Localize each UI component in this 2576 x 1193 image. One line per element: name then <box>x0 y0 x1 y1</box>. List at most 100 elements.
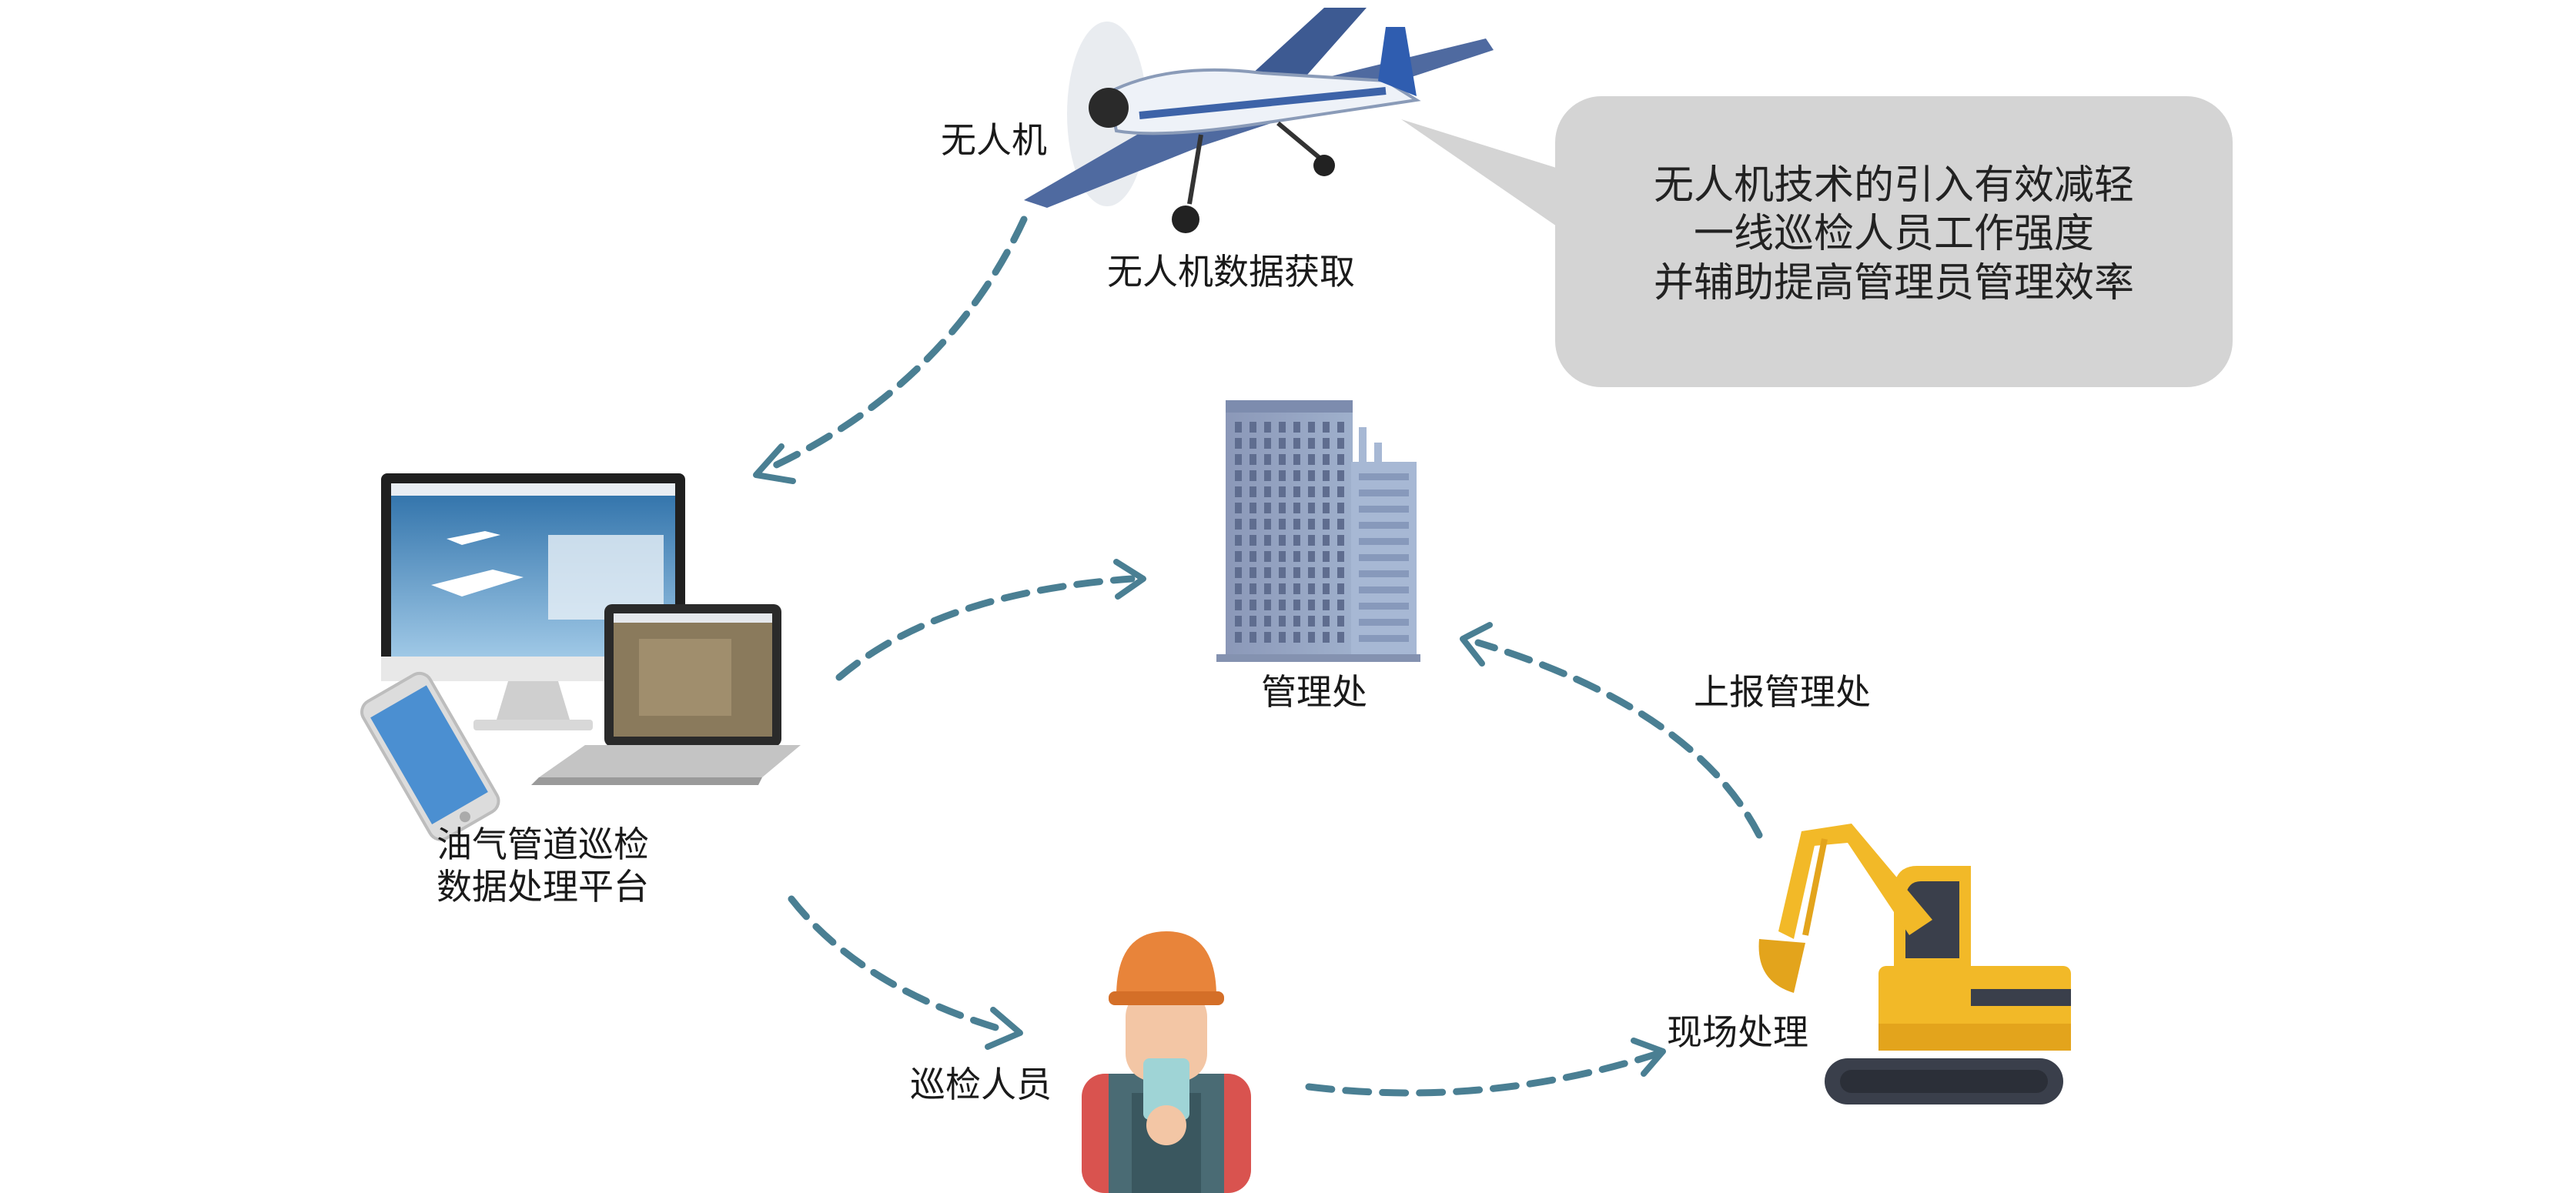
bubble-text: 无人机技术的引入有效减轻 一线巡检人员工作强度 并辅助提高管理员管理效率 <box>1571 162 2217 308</box>
building-window <box>1323 583 1330 594</box>
building-window <box>1250 470 1256 481</box>
building-window <box>1293 519 1300 530</box>
building-window <box>1293 422 1300 433</box>
building-window <box>1308 583 1315 594</box>
building-window <box>1293 616 1300 627</box>
building-window <box>1359 506 1409 513</box>
office-label: 管理处 <box>1261 671 1367 713</box>
speech-bubble <box>1401 96 2233 387</box>
building-window <box>1279 486 1286 497</box>
building-window <box>1250 535 1256 546</box>
building-window <box>1293 567 1300 578</box>
building-window <box>1264 583 1271 594</box>
building-window <box>1337 454 1344 465</box>
building-window <box>1308 470 1315 481</box>
building-window <box>1235 616 1242 627</box>
building-window <box>1337 616 1344 627</box>
building-window <box>1359 490 1409 496</box>
building-window <box>1337 503 1344 513</box>
building-window <box>1235 600 1242 610</box>
building-window <box>1359 635 1409 642</box>
building-window <box>1264 600 1271 610</box>
building-window <box>1323 454 1330 465</box>
building-window <box>1279 632 1286 643</box>
building-window <box>1250 486 1256 497</box>
building-window <box>1293 438 1300 449</box>
onsite-label: 现场处理 <box>1667 1011 1808 1053</box>
arrow-inspector-to-onsite <box>1305 1038 1666 1097</box>
building-window <box>1264 519 1271 530</box>
building-window <box>1308 600 1315 610</box>
building-window <box>1323 486 1330 497</box>
inspector-label: 巡检人员 <box>910 1064 1052 1105</box>
building-window <box>1264 632 1271 643</box>
platform-label-line: 数据处理平台 <box>437 866 649 908</box>
building-window <box>1323 632 1330 643</box>
building-window <box>1308 567 1315 578</box>
building-window <box>1308 454 1315 465</box>
building-window <box>1308 438 1315 449</box>
building-window <box>1337 600 1344 610</box>
building-window <box>1337 470 1344 481</box>
building-window <box>1235 486 1242 497</box>
building-window <box>1359 586 1409 593</box>
building-window <box>1264 470 1271 481</box>
building-window <box>1323 551 1330 562</box>
worker-icon <box>1082 931 1251 1193</box>
building-window <box>1293 600 1300 610</box>
building-window <box>1323 600 1330 610</box>
building-window <box>1293 583 1300 594</box>
building-window <box>1323 535 1330 546</box>
building-window <box>1235 551 1242 562</box>
building-window <box>1323 519 1330 530</box>
bubble-line: 一线巡检人员工作强度 <box>1693 211 2094 258</box>
building-window <box>1279 503 1286 513</box>
building-window <box>1250 503 1256 513</box>
report-label: 上报管理处 <box>1694 671 1871 713</box>
building-window <box>1279 519 1286 530</box>
building-window <box>1308 632 1315 643</box>
building-window <box>1323 470 1330 481</box>
building-window <box>1359 522 1409 529</box>
building-window <box>1250 583 1256 594</box>
building-window <box>1323 503 1330 513</box>
building-window <box>1359 619 1409 626</box>
bubble-line: 并辅助提高管理员管理效率 <box>1653 259 2134 306</box>
building-window <box>1264 503 1271 513</box>
building-window <box>1235 422 1242 433</box>
building-window <box>1293 486 1300 497</box>
building-window <box>1235 632 1242 643</box>
building-window <box>1264 616 1271 627</box>
computer-devices-icon <box>360 473 801 841</box>
building-window <box>1279 616 1286 627</box>
building-window <box>1337 535 1344 546</box>
building-window <box>1323 616 1330 627</box>
building-window <box>1279 600 1286 610</box>
building-window <box>1250 551 1256 562</box>
building-window <box>1279 583 1286 594</box>
arrow-platform-to-office <box>835 559 1146 681</box>
bubble-line: 无人机技术的引入有效减轻 <box>1653 162 2134 209</box>
drone-caption: 无人机数据获取 <box>1107 251 1355 292</box>
building-window <box>1323 567 1330 578</box>
building-window <box>1308 519 1315 530</box>
platform-label-line: 油气管道巡检 <box>437 824 649 865</box>
building-window <box>1279 470 1286 481</box>
building-window <box>1264 422 1271 433</box>
building-window <box>1264 551 1271 562</box>
building-window <box>1293 454 1300 465</box>
building-window <box>1264 454 1271 465</box>
building-window <box>1264 438 1271 449</box>
building-window <box>1264 486 1271 497</box>
building-window <box>1279 567 1286 578</box>
building-window <box>1279 438 1286 449</box>
building-window <box>1264 567 1271 578</box>
building-window <box>1250 567 1256 578</box>
building-window <box>1293 535 1300 546</box>
building-window <box>1279 454 1286 465</box>
building-window <box>1235 535 1242 546</box>
building-window <box>1337 551 1344 562</box>
building-window <box>1323 438 1330 449</box>
building-window <box>1337 583 1344 594</box>
